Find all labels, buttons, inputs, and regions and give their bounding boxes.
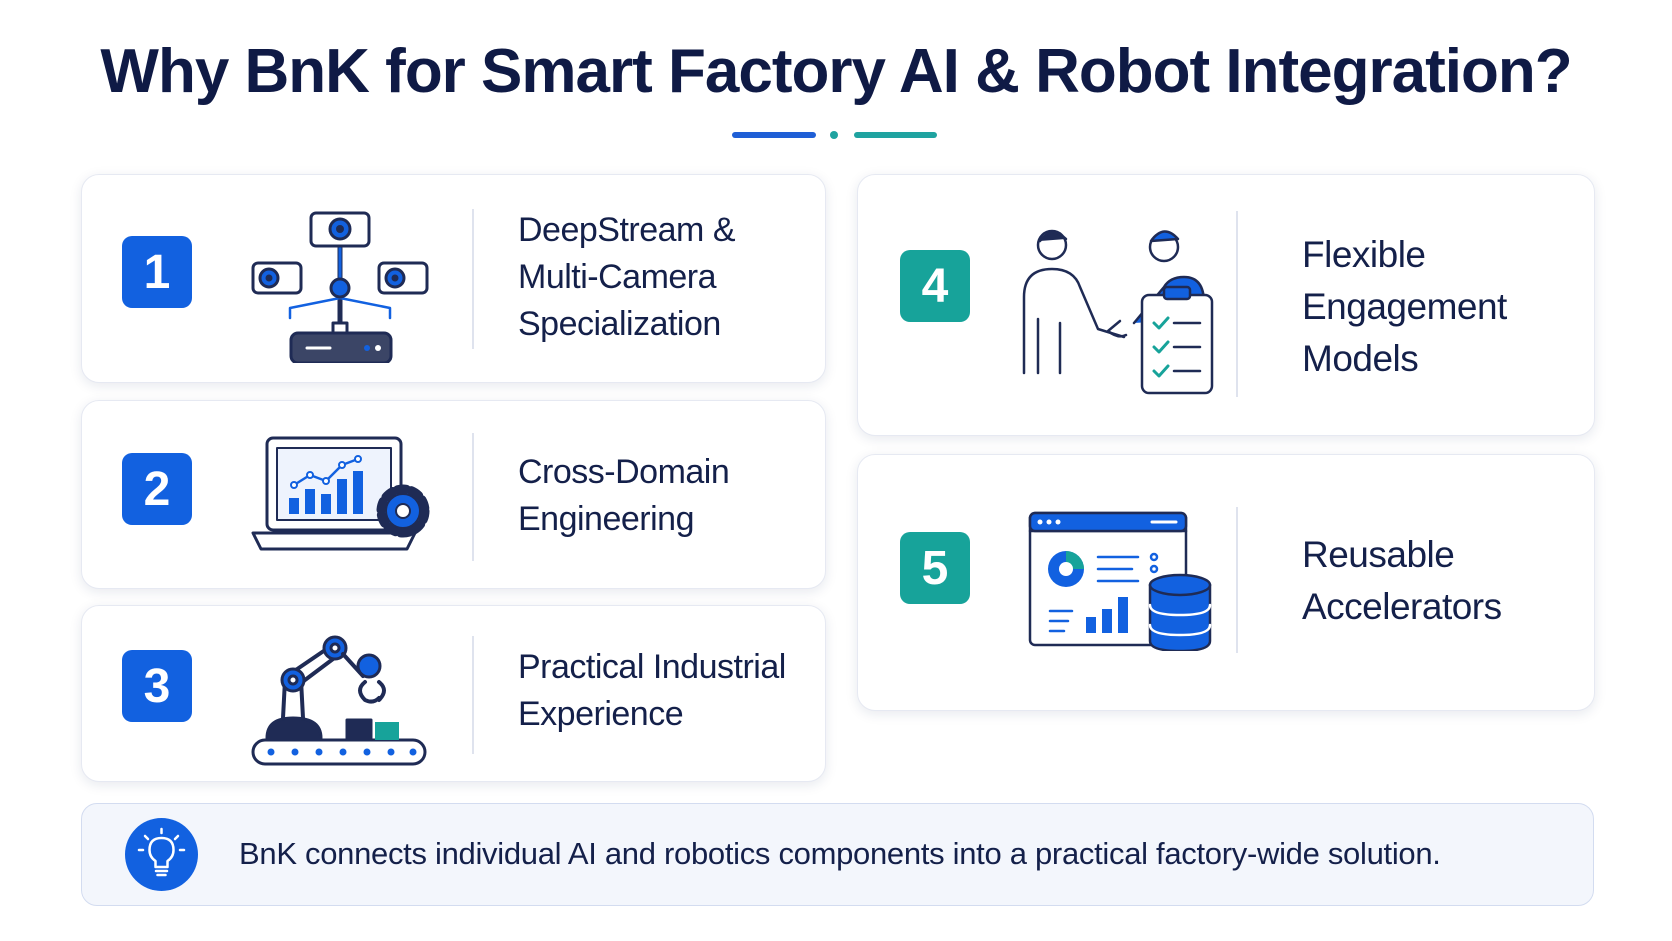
- title-divider: [732, 131, 937, 139]
- summary-text: BnK connects individual AI and robotics …: [239, 836, 1441, 871]
- card-cross-domain: 2 Cross-Domain Engineering: [81, 400, 826, 589]
- card-deepstream: 1 DeepStream & Multi-Camera Speci: [81, 174, 826, 383]
- number-badge-1: 1: [122, 236, 192, 308]
- number-badge-4: 4: [900, 250, 970, 322]
- card-separator: [1236, 507, 1238, 653]
- page-title: Why BnK for Smart Factory AI & Robot Int…: [100, 37, 1572, 106]
- lightbulb-icon: [125, 818, 198, 891]
- card-separator: [472, 433, 474, 561]
- dashboard-database-icon: [1028, 511, 1212, 651]
- card-separator: [472, 636, 474, 754]
- card-label: Reusable Accelerators: [1302, 534, 1502, 627]
- number-badge-3: 3: [122, 650, 192, 722]
- card-label: DeepStream & Multi-Camera Specialization: [518, 211, 736, 343]
- laptop-chart-gear-icon: [251, 436, 430, 551]
- card-industrial: 3 Practical Industrial: [81, 605, 826, 782]
- robot-arm-conveyor-icon: [251, 635, 427, 766]
- card-separator: [472, 209, 474, 349]
- number-badge-5: 5: [900, 532, 970, 604]
- summary-banner: BnK connects individual AI and robotics …: [81, 803, 1594, 906]
- card-label: Flexible Engagement Models: [1302, 234, 1507, 379]
- handshake-checklist-icon: [1022, 229, 1214, 395]
- multi-camera-icon: [251, 211, 429, 363]
- number-badge-2: 2: [122, 453, 192, 525]
- card-engagement: 4 Flexible Engagement Models: [857, 174, 1595, 436]
- card-label: Practical Industrial Experience: [518, 648, 786, 733]
- card-separator: [1236, 211, 1238, 397]
- card-label: Cross-Domain Engineering: [518, 453, 730, 538]
- card-accelerators: 5 Reu: [857, 454, 1595, 711]
